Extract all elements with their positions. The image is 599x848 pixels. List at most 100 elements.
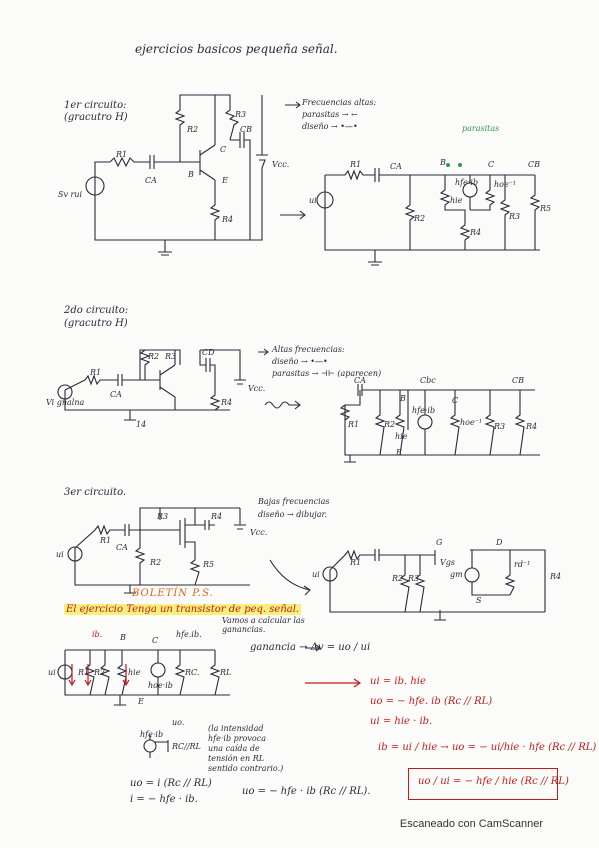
page-title: ejercicios basicos pequeña señal. [135,42,338,56]
eq1-hoe: hoe⁻¹ [494,180,517,189]
c1-R4: R4 [222,215,234,224]
c2-note-1: Altas frecuencias: [272,345,345,354]
eq3-rd: rd⁻¹ [514,560,531,569]
mini-uo: uo. [172,718,185,727]
bl-R1: R1 [78,668,90,677]
eq2-R4: R4 [526,422,538,431]
eq3-R1: R1 [350,558,362,567]
eq1-R1: R1 [350,160,362,169]
eq3-R2: R2 [392,574,404,583]
eq2-C: C [452,396,459,405]
bl-Rc: RC. [185,668,200,677]
eq2-B: B [400,394,406,403]
bl-ib: ib. [92,630,103,639]
c3-R3: R3 [157,512,169,521]
bl-hoe: hoe·ib [148,681,173,690]
eq2-hie: hie [395,432,408,441]
c2-R2: R2 [148,352,160,361]
eq2-Cbc: Cbc [420,376,436,385]
eq3-D: D [496,538,503,547]
c2-Vcc: Vcc. [248,384,266,393]
c2-R3: R3 [165,352,177,361]
c3-Vcc: Vcc. [250,528,268,537]
circuit2-subheading: (gracutro H) [64,318,128,329]
bl-RL: RL [220,668,232,677]
bl-hie: hie [128,668,141,677]
eq2-R3: R3 [494,422,506,431]
c3-ui: ui [56,550,64,559]
eq2-CA: CA [354,376,366,385]
c1-CA: CA [145,176,157,185]
c2-R1: R1 [90,368,102,377]
c2-ground: 14 [136,420,147,429]
eq2-hoe: hoe⁻¹ [460,418,483,427]
c1-R1: R1 [116,150,128,159]
c1-source: Sv rui [58,190,83,199]
eq1-CB: CB [528,160,540,169]
note2-5: sentido contrario.) [208,764,284,773]
c1-Vcc: Vcc. [272,160,290,169]
eq2-CB: CB [512,376,524,385]
eq1-B: B [440,158,446,167]
note2-4: tensión en RL [208,754,265,763]
eq-red-2: uo = − hfe. ib (Rc // RL) [370,696,493,707]
eq3-S: S [476,596,482,605]
circuit3-heading: 3er circuito. [64,487,127,498]
c3-note-1: Bajas frecuencias [258,497,330,506]
c1-B: B [188,170,194,179]
bl-C: C [152,636,159,645]
c2-source: Vi gnalna [46,398,85,407]
bl-R2: R2 [94,668,106,677]
eq1-hie: hie [450,196,463,205]
eq2-R1: R1 [348,420,360,429]
eq2-E: E [396,448,402,457]
c1-R2: R2 [187,125,199,134]
note2-1: (la intensidad [208,724,264,733]
bl-ui: ui [48,668,56,677]
bulletin-line: El ejercicio Tenga un transistor de peq.… [64,604,302,615]
bl-E: E [138,697,144,706]
c1-note-1: Frecuencias altas: [302,98,377,107]
c3-R1: R1 [100,536,112,545]
c1-E: E [222,176,228,185]
bl-hfeib: hfe.ib. [176,630,202,639]
eq3-R4: R4 [550,572,562,581]
result-box [408,768,558,800]
c2-R4: R4 [221,398,233,407]
c2-note-2: diseño → •—• [272,357,328,366]
c3-CA: CA [116,543,128,552]
eq-black-2: i = − hfe · ib. [130,794,198,805]
c1-C: C [220,145,227,154]
mini-rcrl: RC//RL [172,742,201,751]
eq-red-5: uo / ui = − hfe / hie (Rc // RL) [418,776,569,787]
eq1-R2: R2 [414,214,426,223]
eq2-R2: R2 [384,420,396,429]
circuit2-heading: 2do circuito: [64,305,129,316]
c1-R3: R3 [235,110,247,119]
eq1-R3: R3 [509,212,521,221]
mini-hfeib: hfe·ib [140,730,164,739]
c2-CA: CA [110,390,122,399]
c3-R4: R4 [211,512,223,521]
eq2-hfeib: hfe·ib [412,406,436,415]
eq-black-1: uo = i (Rc // RL) [130,778,212,789]
eq1-CA: CA [390,162,402,171]
c3-R2: R2 [150,558,162,567]
eq-brace: uo = − hfe · ib (Rc // RL). [242,786,371,797]
eq-red-4: ib = ui / hie → uo = − ui/hie · hfe (Rc … [378,742,597,753]
eq1-hfeib: hfe·ib [455,178,479,187]
eq1-ui: ui [309,196,317,205]
circuit1-heading: 1er circuito: [64,100,127,111]
circuit1-subheading: (gracutro H) [64,112,128,123]
eq1-R5: R5 [540,204,552,213]
bulletin-title: BOLETÍN P.S. [132,588,214,599]
note2-3: una caída de [208,744,260,753]
eq-red-3: ui = hie · ib. [370,716,433,727]
c1-note-3: diseño → •—• [302,122,358,131]
c2-CD: CD [202,348,215,357]
eq1-C: C [488,160,495,169]
bl-B: B [120,633,126,642]
c1-CB: CB [240,125,252,134]
eq3-Vgs: Vgs [440,558,456,567]
